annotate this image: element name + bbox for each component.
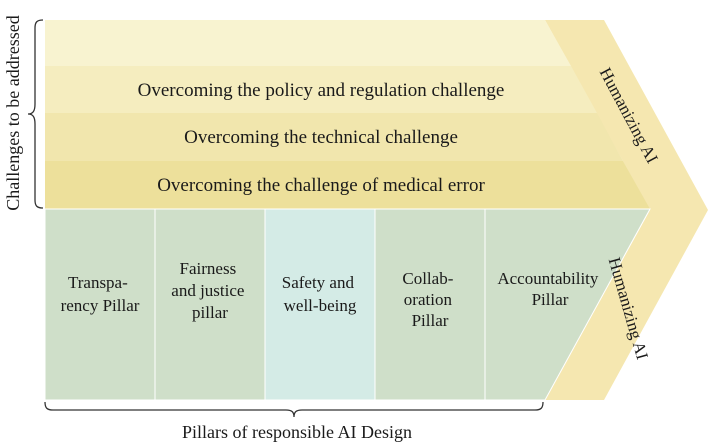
challenge-band-label-2: Overcoming the technical challenge bbox=[184, 127, 458, 148]
challenges-brace bbox=[27, 19, 44, 209]
challenge-band-3 bbox=[45, 161, 650, 209]
challenge-band-0 bbox=[45, 20, 571, 66]
pillar-label-1: Fairness and justice pillar bbox=[171, 259, 248, 322]
pillar-label-2: Safety and well-being bbox=[282, 273, 358, 315]
challenge-band-1 bbox=[45, 66, 597, 113]
challenge-band-2 bbox=[45, 113, 623, 161]
pillar-label-4: Accountability Pillar bbox=[497, 269, 602, 309]
pillar-box-2 bbox=[264, 208, 376, 401]
challenges-axis-label: Challenges to be addressed bbox=[3, 15, 23, 210]
pillar-label-0: Transpa- rency Pillar bbox=[61, 273, 140, 315]
pillar-box-3 bbox=[374, 208, 486, 401]
challenge-bands: Overcoming the policy and regulation cha… bbox=[45, 20, 650, 209]
challenge-band-label-1: Overcoming the policy and regulation cha… bbox=[138, 80, 505, 101]
challenge-band-label-3: Overcoming the challenge of medical erro… bbox=[157, 175, 485, 196]
pillars: Transpa- rency Pillar Fairness and justi… bbox=[44, 208, 651, 401]
pillar-label-3: Collab- oration Pillar bbox=[402, 269, 457, 330]
pillar-box-4 bbox=[484, 208, 651, 401]
pillars-brace bbox=[44, 401, 544, 418]
pillar-box-0 bbox=[44, 208, 156, 401]
pillars-axis-label: Pillars of responsible AI Design bbox=[182, 422, 412, 442]
humanizing-ai-arrow bbox=[545, 20, 708, 400]
